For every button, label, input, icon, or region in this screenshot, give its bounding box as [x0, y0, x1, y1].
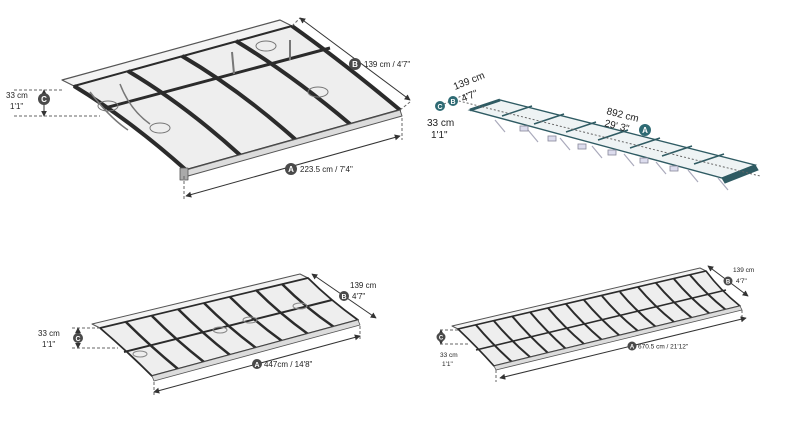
- dimension-height: C 33 cm 1'1": [6, 89, 100, 117]
- height-cm-label: 33 cm: [440, 352, 458, 359]
- height-in-label: 1'1": [10, 102, 23, 111]
- diagram-awning-4-panels: C 33 cm 1'1" B 139 cm 4'7" A 447cm / 14'…: [38, 273, 377, 396]
- height-cm-label: 33 cm: [38, 329, 60, 338]
- dimension-width: A 223.5 cm / 7'4": [183, 118, 403, 200]
- badge-b-text: B: [341, 294, 346, 301]
- badge-a: [285, 163, 297, 175]
- badge-c: [435, 101, 445, 111]
- diagram-awning-8-panels: A 892 cm 29' 3" B 139 cm 4'7" C 33 cm 1'…: [427, 70, 761, 191]
- width-label: 223.5 cm / 7'4": [300, 165, 353, 174]
- height-in-label: 1'1": [442, 361, 453, 368]
- diagram-awning-6-panels: C 33 cm 1'1" B 139 cm 4'7" A 670.5 cm / …: [436, 265, 754, 382]
- badge-a: [639, 124, 651, 136]
- badge-a-text: A: [630, 345, 635, 351]
- badge-c: [73, 333, 83, 343]
- dimension-width: A 892 cm 29' 3": [454, 99, 761, 177]
- badge-c-text: C: [439, 336, 444, 342]
- badge-b-text: B: [726, 280, 731, 286]
- badge-a-text: A: [254, 362, 259, 369]
- diagram-awning-2-panels: C 33 cm 1'1" B 139 cm / 4'7" A 223.5 cm …: [6, 17, 411, 200]
- depth-label-cm: 139 cm: [452, 70, 487, 92]
- width-label: 670.5 cm / 21'12": [638, 344, 689, 351]
- badge-c-text: C: [41, 95, 47, 104]
- badge-b-text: B: [352, 60, 358, 69]
- badge-a: [252, 359, 262, 369]
- height-cm-label: 33 cm: [427, 118, 454, 129]
- height-in-label: 1'1": [431, 130, 448, 141]
- depth-in-label: 4'7": [352, 292, 365, 301]
- badge-c-text: C: [75, 336, 80, 343]
- dimension-depth: B 139 cm / 4'7": [291, 17, 411, 111]
- canopy-frame: [91, 273, 361, 382]
- dimension-depth: B 139 cm 4'7": [443, 70, 487, 106]
- badge-c: [436, 332, 446, 342]
- badge-b: [349, 58, 361, 70]
- dimension-depth: B 139 cm 4'7": [707, 265, 754, 297]
- dimension-depth: B 139 cm 4'7": [311, 273, 377, 319]
- badge-c: [38, 93, 50, 105]
- height-in-label: 1'1": [42, 340, 55, 349]
- badge-b: [448, 96, 458, 106]
- badge-a: [627, 341, 637, 351]
- badge-a-text: A: [642, 126, 648, 135]
- badge-c-text: C: [437, 104, 442, 111]
- dimension-height: C 33 cm 1'1": [38, 327, 118, 349]
- width-label: 447cm / 14'8": [264, 360, 313, 369]
- dimension-height: C 33 cm 1'1": [436, 329, 470, 368]
- depth-label-in: 4'7": [460, 88, 480, 105]
- depth-cm-label: 139 cm: [733, 267, 754, 274]
- badge-b: [339, 291, 349, 301]
- depth-in-label: 4'7": [736, 278, 747, 285]
- badge-b: [723, 276, 733, 286]
- height-cm-label: 33 cm: [6, 91, 28, 100]
- dimension-width: A 670.5 cm / 21'12": [495, 310, 747, 382]
- canopy-frame: [467, 98, 759, 191]
- dimension-height: C 33 cm 1'1": [427, 101, 454, 141]
- badge-a-text: A: [288, 165, 294, 174]
- badge-b-text: B: [450, 99, 455, 106]
- canopy-frame: [61, 19, 403, 181]
- dimension-width: A 447cm / 14'8": [153, 326, 361, 396]
- depth-label: 139 cm / 4'7": [364, 60, 410, 69]
- depth-cm-label: 139 cm: [350, 281, 377, 290]
